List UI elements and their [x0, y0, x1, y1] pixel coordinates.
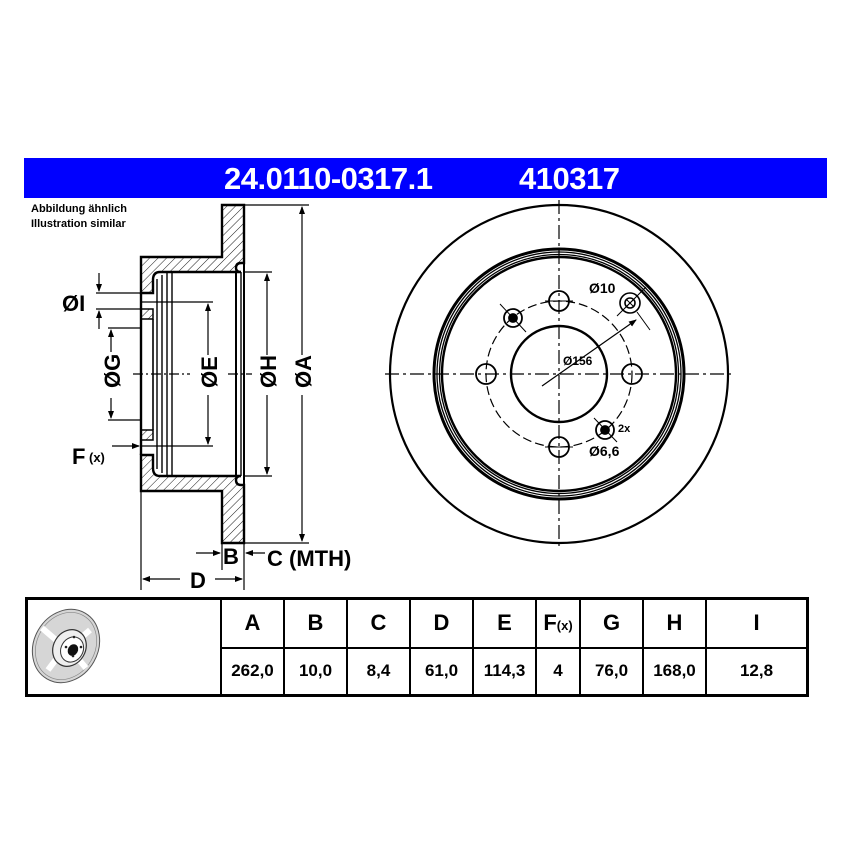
label-dim-G: ØG	[100, 354, 125, 388]
header-E: E	[472, 597, 537, 649]
threaded-hole	[616, 286, 647, 317]
alt-part-number: 410317	[519, 161, 620, 196]
label-hole-large: Ø10	[589, 280, 616, 296]
header-C: C	[346, 597, 411, 649]
label-dim-B: B	[223, 544, 239, 569]
brake-disc-icon	[31, 608, 101, 684]
label-dim-D: D	[190, 568, 206, 593]
side-view-labels: ØI ØG ØE ØH ØA F (x) B C (MTH) D	[62, 291, 351, 593]
header-I: I	[705, 597, 809, 649]
label-pcd: Ø156	[563, 354, 593, 368]
label-dim-F: F	[72, 444, 85, 469]
header-D: D	[409, 597, 474, 649]
product-image-cell	[25, 597, 222, 697]
dimension-lines	[96, 204, 309, 590]
note-german: Abbildung ähnlich	[31, 203, 127, 215]
header-G: G	[579, 597, 644, 649]
header-A: A	[220, 597, 285, 649]
note-english: Illustration similar	[31, 218, 126, 230]
value-F: 4	[535, 646, 581, 697]
bolt-hole	[475, 290, 643, 458]
value-C: 8,4	[346, 646, 411, 697]
label-hole-count: 2x	[618, 423, 631, 435]
part-number: 24.0110-0317.1	[224, 161, 433, 196]
front-view-labels: Ø10 Ø156 2x Ø6,6	[563, 280, 631, 459]
label-dim-A: ØA	[291, 355, 316, 388]
value-I: 12,8	[705, 646, 809, 697]
label-dim-I: ØI	[62, 291, 85, 316]
value-A: 262,0	[220, 646, 285, 697]
front-view	[385, 200, 733, 548]
value-D: 61,0	[409, 646, 474, 697]
label-dim-C: C (MTH)	[267, 546, 351, 571]
value-B: 10,0	[283, 646, 348, 697]
label-dim-F-sub: (x)	[89, 450, 105, 465]
header-F-sub: (x)	[556, 618, 573, 634]
header-F: F(x)	[535, 597, 581, 649]
title-bar	[24, 158, 827, 198]
label-dim-E: ØE	[197, 356, 222, 388]
value-H: 168,0	[642, 646, 707, 697]
table-value-row: 262,0 10,0 8,4 61,0 114,3 4 76,0 168,0 1…	[27, 646, 809, 697]
locating-hole	[499, 303, 618, 443]
table-header-row: A B C D E F(x) G H I	[25, 597, 809, 697]
value-E: 114,3	[472, 646, 537, 697]
technical-drawing: ØI ØG ØE ØH ØA F (x) B C (MTH) D	[62, 200, 733, 593]
header-B: B	[283, 597, 348, 649]
header-F-letter: F	[543, 610, 557, 636]
specs-table: A B C D E F(x) G H I 262,0 10,0 8,4 61,0…	[25, 597, 809, 697]
value-G: 76,0	[579, 646, 644, 697]
header-H: H	[642, 597, 707, 649]
label-hole-small: Ø6,6	[589, 443, 620, 459]
label-dim-H: ØH	[256, 355, 281, 388]
